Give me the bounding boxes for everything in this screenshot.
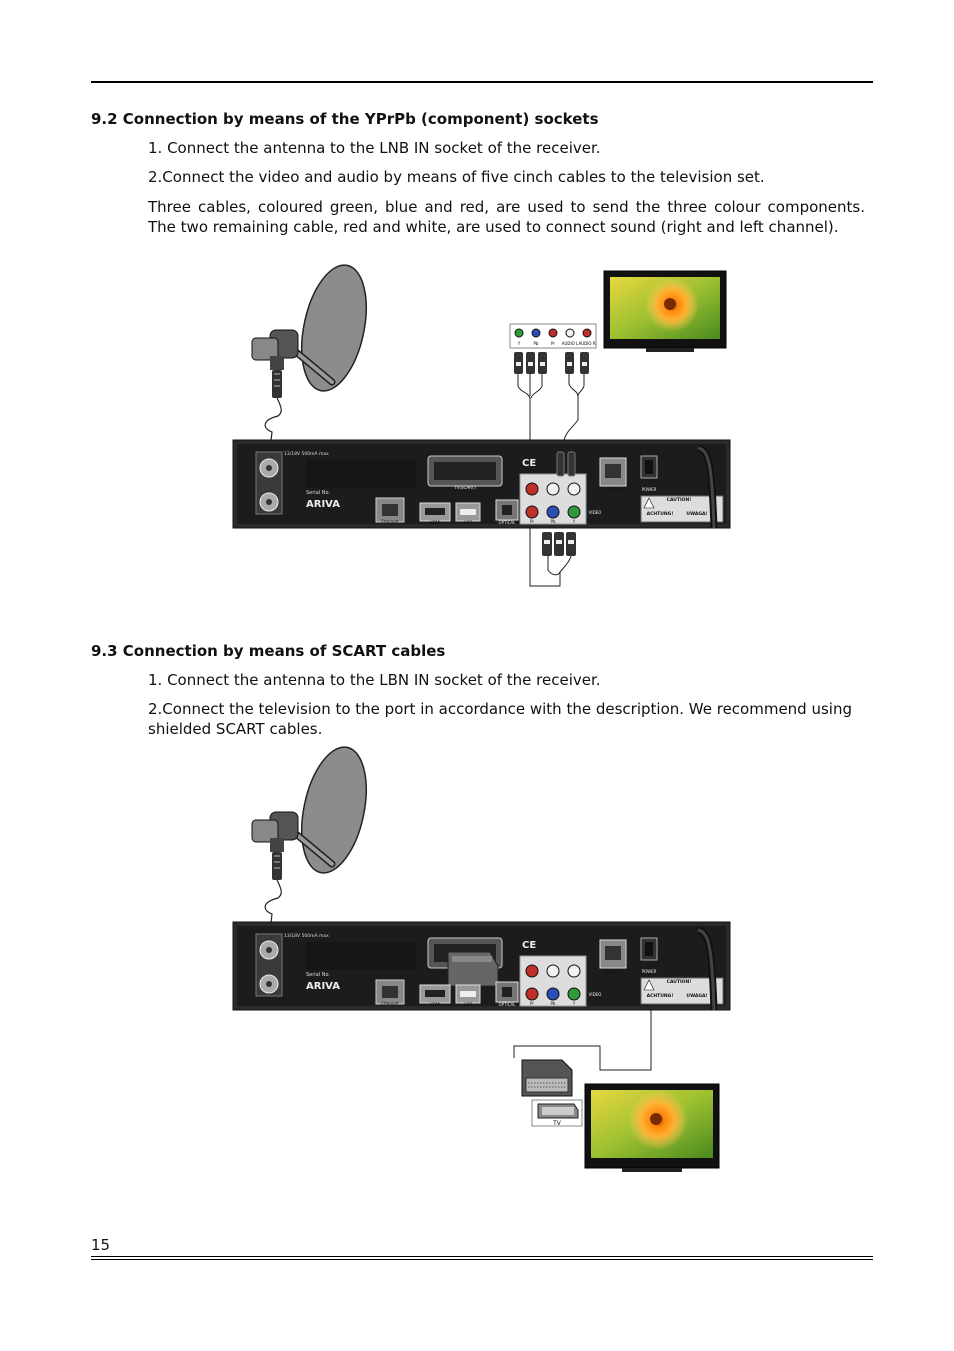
section-93-step-1: 1. Connect the antenna to the LBN IN soc… — [148, 671, 601, 689]
port-usb-label-2: USB — [464, 1002, 472, 1007]
section-92-step-1: 1. Connect the antenna to the LNB IN soc… — [148, 139, 601, 157]
section-92-step-2: 2.Connect the video and audio by means o… — [148, 168, 765, 186]
figure-1-component: Y Pb Pr AUDIO L AUDIO R — [232, 264, 731, 587]
serial-label: Serial No. — [306, 490, 330, 496]
port-optical-label: OPTICAL — [499, 520, 517, 525]
port-optical-label-2: OPTICAL — [499, 1002, 517, 1007]
lnb-rating-label: 13/18V 500mA max — [284, 451, 329, 457]
satellite-dish-icon-2 — [251, 746, 367, 880]
port-scart-label: TV(SCART) — [453, 485, 476, 490]
receiver-back-panel: 13/18V 500mA max Serial No. ARIVA Ethern… — [232, 439, 731, 529]
rca-y-label-2: Y — [572, 1001, 576, 1006]
warning-achtung: ACHTUNG! — [647, 511, 674, 517]
scart-plug-icon — [521, 1059, 573, 1097]
jack-label-pb: Pb — [534, 341, 539, 346]
port-video-label: VIDEO — [589, 510, 602, 515]
television-icon — [603, 270, 727, 352]
tv-scart-socket: TV — [531, 1099, 583, 1127]
jack-label-audio-l: AUDIO L — [562, 341, 579, 346]
port-usb-label: USB — [464, 520, 472, 525]
port-video-label-2: VIDEO — [589, 992, 602, 997]
tv-connector-label: TV — [552, 1120, 562, 1127]
port-power-label: POWER — [642, 487, 657, 492]
footer-rule-2 — [91, 1259, 873, 1260]
warning-caution: CAUTION! — [667, 497, 692, 503]
section-93-step-2: 2.Connect the television to the port in … — [148, 700, 852, 738]
rca-plugs-tv-side — [514, 352, 589, 374]
section-93-heading: 9.3 Connection by means of SCART cables — [91, 642, 446, 660]
jack-label-audio-r: AUDIO R — [578, 341, 595, 346]
receiver-back-panel-2: 13/18V 500mA max Serial No. ARIVA Ethern… — [232, 921, 731, 1011]
section-92-note: Three cables, coloured green, blue and r… — [148, 198, 865, 236]
jack-label-pr: Pr — [551, 341, 555, 346]
section-92-heading: 9.2 Connection by means of the YPrPb (co… — [91, 110, 599, 128]
rca-plugs-receiver-side — [542, 532, 576, 556]
jack-label-y: Y — [517, 341, 521, 346]
header-rule — [91, 81, 873, 83]
port-hdmi-label: HDMI — [430, 520, 441, 525]
tv-component-input-panel: Y Pb Pr AUDIO L AUDIO R — [509, 323, 597, 349]
scart-cable — [513, 1010, 652, 1071]
warning-achtung-2: ACHTUNG! — [647, 993, 674, 999]
lnb-rating-label-2: 13/18V 500mA max — [284, 933, 329, 939]
television-icon-2 — [584, 1083, 720, 1172]
port-ethernet-label: Ethernet — [381, 519, 399, 524]
page-number: 15 — [91, 1236, 111, 1254]
rca-pb-label-2: Pb — [551, 1001, 556, 1006]
rca-pb-label: Pb — [551, 519, 556, 524]
port-modem-label: MODEM — [605, 487, 621, 492]
antenna-cable-2 — [264, 879, 282, 933]
port-modem-label-2: MODEM — [605, 969, 621, 974]
footer-rule-1 — [91, 1256, 873, 1257]
rca-pr-label: Pr — [530, 519, 534, 524]
antenna-cable — [264, 397, 282, 451]
port-hdmi-label-2: HDMI — [430, 1002, 441, 1007]
serial-label-2: Serial No. — [306, 972, 330, 978]
rca-y-label: Y — [572, 519, 576, 524]
svg-text:CE: CE — [522, 940, 536, 951]
satellite-dish-icon — [251, 264, 367, 398]
brand-logo: ARIVA — [306, 499, 340, 510]
warning-uwaga: UWAGA! — [686, 511, 707, 517]
svg-text:CE: CE — [522, 458, 536, 469]
brand-logo-2: ARIVA — [306, 981, 340, 992]
figure-2-scart: 13/18V 500mA max Serial No. ARIVA Ethern… — [232, 746, 731, 1172]
rca-pr-label-2: Pr — [530, 1001, 534, 1006]
warning-caution-2: CAUTION! — [667, 979, 692, 985]
warning-uwaga-2: UWAGA! — [686, 993, 707, 999]
port-power-label-2: POWER — [642, 969, 657, 974]
port-ethernet-label-2: Ethernet — [381, 1001, 399, 1006]
